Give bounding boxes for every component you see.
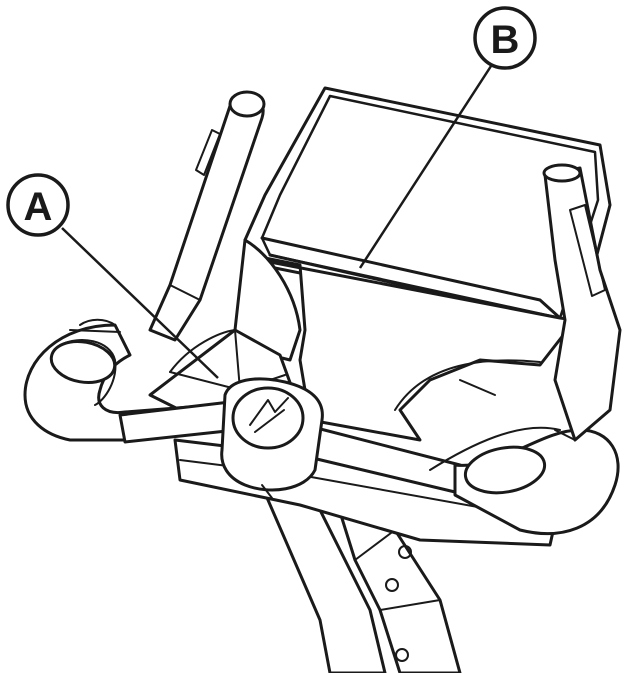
left-grip-post: [79, 90, 266, 342]
handlebar: [23, 323, 620, 536]
display-console: [243, 86, 612, 442]
callout-a-label: A: [24, 185, 53, 229]
handlebar-clamp: [220, 377, 324, 499]
callout-b-label: B: [491, 18, 520, 62]
left-housing: [233, 238, 302, 362]
callout-a: A: [6, 173, 70, 237]
callout-b: B: [473, 6, 537, 70]
callout-b-leader: [358, 62, 495, 269]
callout-a-leader: [61, 227, 219, 379]
right-grip-post: [542, 163, 622, 442]
